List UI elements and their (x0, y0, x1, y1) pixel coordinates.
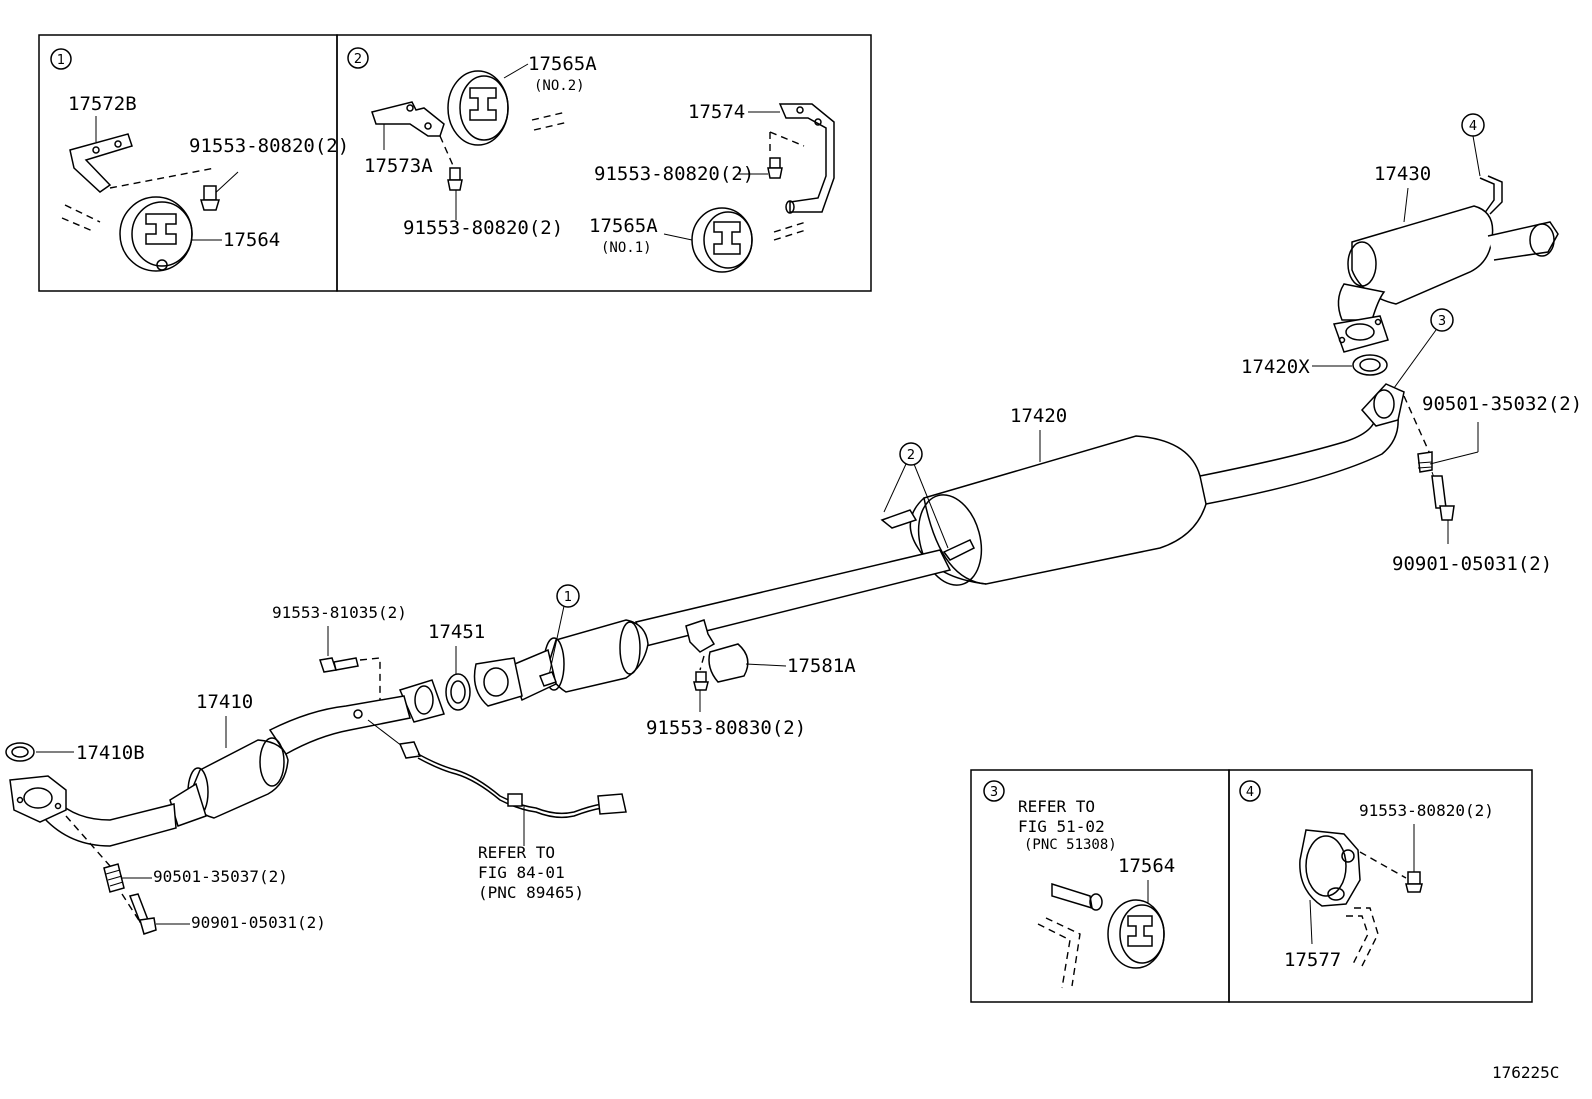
callout-2-number: 2 (907, 448, 915, 463)
bolt-icon (203, 185, 217, 201)
inset-box-2: 2 17565A (NO.2) 17573A 91553-80820(2) 17… (336, 34, 872, 292)
gasket-17451 (445, 673, 471, 711)
front-pipe-rear-flange (398, 679, 445, 723)
part-label-17565A-no1: 17565A (589, 215, 658, 237)
inset-4-number: 4 (1246, 785, 1254, 800)
center-rear-flange (1360, 383, 1405, 427)
bolt-90901-05031-rear (1431, 475, 1447, 509)
part-label-17451: 17451 (428, 621, 485, 643)
inset-3-number: 3 (990, 785, 998, 800)
part-label-91553-80820-box4: 91553-80820(2) (1359, 801, 1494, 820)
part-note-no1: (NO.1) (601, 240, 652, 256)
part-label-17410B: 17410B (76, 742, 145, 764)
front-catalytic-converter (189, 739, 289, 819)
gasket-17420X (1352, 354, 1388, 376)
bracket-17573A (371, 101, 445, 137)
part-label-17581A: 17581A (787, 655, 856, 677)
rubber-hanger-17577 (1299, 829, 1361, 907)
inset-3-ref-line2: FIG 51-02 (1018, 817, 1105, 836)
callout-circle-1-main (556, 584, 580, 608)
part-label-90901-05031-rear: 90901-05031(2) (1392, 553, 1552, 575)
inset-3-ref-line3: (PNC 51308) (1024, 837, 1117, 853)
sensor-connector (597, 793, 627, 815)
bracket-17572B (69, 133, 133, 193)
part-label-17574: 17574 (688, 101, 745, 123)
part-label-17573A: 17573A (364, 155, 433, 177)
callout-circle-3 (1430, 308, 1454, 332)
callout-circle-1 (50, 48, 72, 70)
part-label-91553-80820-box2a: 91553-80820(2) (403, 217, 563, 239)
part-label-90901-05031-front: 90901-05031(2) (191, 913, 326, 932)
callout-4-number: 4 (1469, 119, 1477, 134)
part-label-91553-80830: 91553-80830(2) (646, 717, 806, 739)
gasket-17451-group: 17451 (428, 621, 485, 711)
sensor-ref-line1: REFER TO (478, 843, 555, 862)
inset-1-number: 1 (57, 53, 65, 68)
callout-1-number: 1 (564, 590, 572, 605)
part-label-17430: 17430 (1374, 163, 1431, 185)
callout-circle-4-inset (1239, 780, 1261, 802)
part-label-17577: 17577 (1284, 949, 1341, 971)
part-label-17420: 17420 (1010, 405, 1067, 427)
sensor-ref-line3: (PNC 89465) (478, 883, 584, 902)
figure-code: 176225C (1492, 1063, 1559, 1082)
center-front-flange (473, 657, 523, 707)
part-label-90501-35032: 90501-35032(2) (1422, 393, 1582, 415)
callout-circle-2 (347, 47, 369, 69)
bolt-icon (695, 671, 707, 683)
part-label-91553-81035: 91553-81035(2) (272, 603, 407, 622)
gasket-17410B (5, 742, 35, 762)
inset-box-3: 3 REFER TO FIG 51-02 (PNC 51308) 17564 (970, 769, 1230, 1003)
front-pipe-assembly: 17410 REFER TO FIG 84-01 (PNC 89465) (5, 679, 627, 935)
bracket-17574 (778, 103, 835, 213)
front-pipe-front-flange (9, 775, 67, 823)
bolt-90901-05031-front (128, 893, 150, 923)
part-label-17410: 17410 (196, 691, 253, 713)
part-label-17565A-no2: 17565A (528, 53, 597, 75)
bolt-icon (1407, 871, 1421, 885)
inset-box-4: 4 91553-80820(2) 17577 (1228, 769, 1533, 1003)
bolt-91553-81035-group: 91553-81035(2) (272, 603, 407, 700)
tail-tip (1487, 221, 1559, 261)
gasket-17420X-group: 17420X (1241, 354, 1388, 378)
oxygen-sensor (398, 741, 422, 759)
part-label-90501-35037: 90501-35037(2) (153, 867, 288, 886)
callout-circle-3-inset (983, 780, 1005, 802)
heat-insulator-17581A (708, 643, 749, 683)
inset-2-number: 2 (354, 52, 362, 67)
tail-pipe-assembly: 4 17430 (1332, 113, 1559, 353)
bolt-icon (319, 657, 337, 673)
callout-circle-2-main (899, 442, 923, 466)
part-label-91553-80820-box2b: 91553-80820(2) (594, 163, 754, 185)
part-note-no2: (NO.2) (534, 78, 585, 94)
part-label-91553-80820-box1: 91553-80820(2) (189, 135, 349, 157)
center-long-pipe (634, 549, 952, 647)
part-label-17564-box3: 17564 (1118, 855, 1175, 877)
bolt-icon (769, 157, 781, 169)
bolt-icon (449, 167, 461, 181)
center-muffler (923, 435, 1207, 585)
center-pipe-assembly: 17420 90501-35032(2) 90901-05031(2) 2 (473, 383, 1582, 739)
sensor-ref-line2: FIG 84-01 (478, 863, 565, 882)
part-label-17572B: 17572B (68, 93, 137, 115)
part-label-17420X: 17420X (1241, 356, 1310, 378)
callout-3-number: 3 (1438, 314, 1446, 329)
inset-box-1: 1 17572B 91553-80820(2) 17564 (38, 34, 349, 292)
part-label-17564-box1: 17564 (223, 229, 280, 251)
inset-3-ref-line1: REFER TO (1018, 797, 1095, 816)
